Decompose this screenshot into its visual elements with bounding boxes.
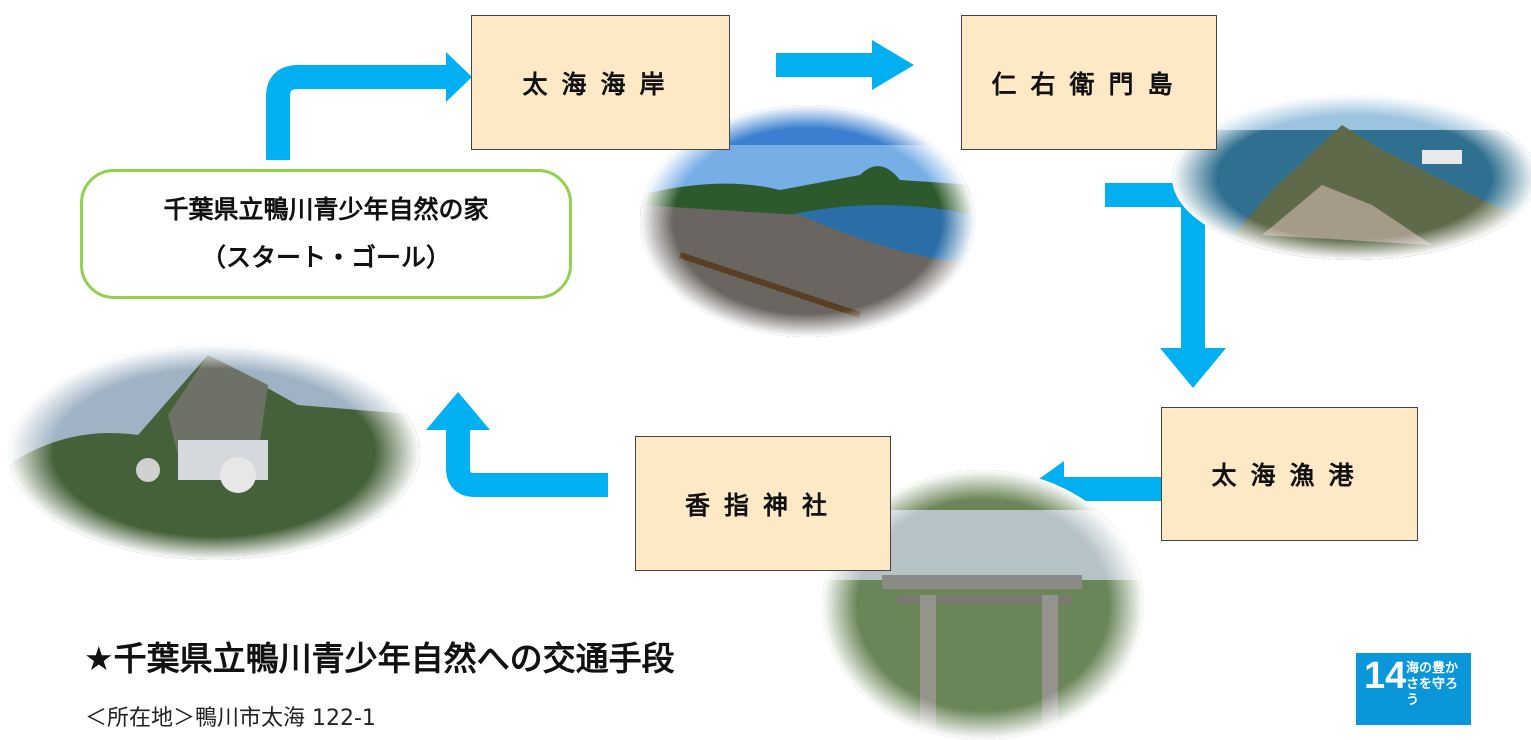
- start-goal-subtitle: （スタート・ゴール）: [200, 243, 451, 272]
- arrow-island-to-port: [1105, 183, 1205, 350]
- arrow-start-to-beach: [266, 65, 448, 160]
- arrow-shrine-to-start: [446, 428, 608, 497]
- beach-photo: [640, 105, 975, 337]
- arrow-beach-to-island-head: [872, 40, 914, 90]
- sdg-14-badge: 14 海の豊かさを守ろう: [1356, 653, 1471, 725]
- stop-label: 仁右衛門島: [991, 69, 1187, 99]
- address-text: ＜所在地＞鴨川市太海 122-1: [85, 706, 376, 731]
- shrine-aerial-photo: [8, 345, 420, 560]
- stop-box-beach: 太海海岸: [471, 15, 730, 150]
- stop-box-island: 仁右衛門島: [961, 15, 1217, 150]
- stop-box-shrine: 香指神社: [635, 436, 891, 571]
- arrow-island-to-port-head: [1160, 348, 1226, 388]
- sdg-number: 14: [1364, 655, 1407, 697]
- start-goal-title: 千葉県立鴨川青少年自然の家: [163, 195, 489, 224]
- start-goal-box: 千葉県立鴨川青少年自然の家 （スタート・ゴール）: [80, 169, 572, 299]
- island-photo: [1172, 95, 1531, 260]
- stop-label: 香指神社: [684, 490, 841, 520]
- access-heading: ★千葉県立鴨川青少年自然への交通手段: [84, 639, 675, 678]
- arrow-beach-to-island: [776, 53, 876, 77]
- sdg-text: 海の豊かさを守ろう: [1406, 661, 1459, 708]
- stop-box-port: 太海漁港: [1161, 407, 1418, 541]
- arrow-shrine-to-start-head: [426, 392, 490, 430]
- stop-label: 太海漁港: [1211, 461, 1368, 490]
- stop-label: 太海海岸: [522, 69, 679, 99]
- arrow-start-to-beach-head: [446, 52, 472, 102]
